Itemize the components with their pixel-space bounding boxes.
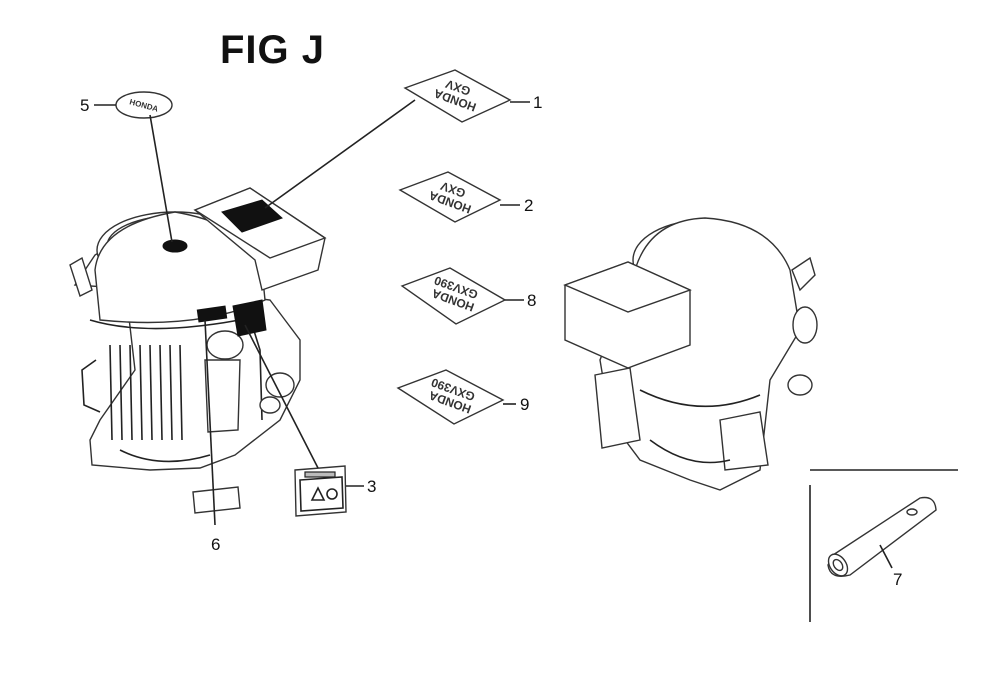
decal-9: HONDA GXV390 (396, 369, 505, 425)
decal-8: HONDA GXV390 (400, 267, 507, 325)
part-7-tube (809, 469, 958, 622)
engine-right (563, 217, 818, 491)
figure-title: FIG J (220, 28, 326, 72)
callout-2: 2 (524, 196, 533, 215)
leader-lines (94, 99, 893, 569)
callout-3: 3 (367, 477, 376, 496)
manual-icon (326, 488, 338, 500)
warning-triangle-icon (310, 486, 326, 501)
decal-2: HONDA GXV (398, 171, 502, 223)
decal-6 (192, 486, 241, 514)
callout-5: 5 (80, 96, 89, 115)
callout-1: 1 (533, 93, 542, 112)
decal-3-warning-label (294, 465, 347, 517)
callout-6: 6 (211, 535, 220, 554)
callout-9: 9 (520, 395, 529, 414)
decal-1: HONDA GXV (403, 69, 512, 123)
callout-8: 8 (527, 291, 536, 310)
engine-left (69, 187, 327, 471)
callout-7: 7 (893, 570, 902, 589)
decal-5: HONDA (115, 91, 173, 119)
